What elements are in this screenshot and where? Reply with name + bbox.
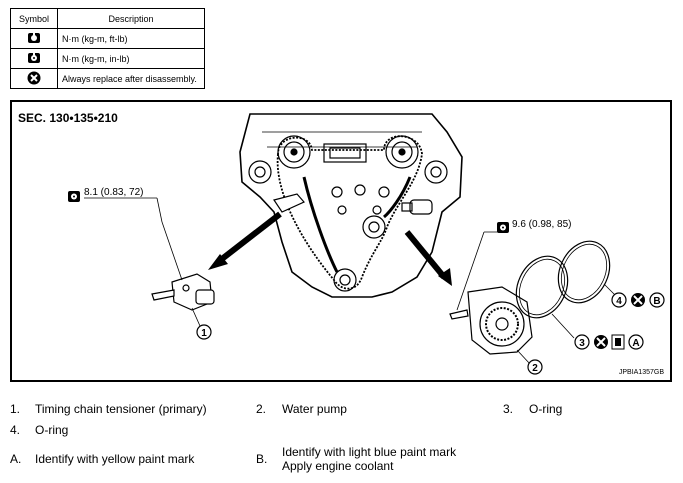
list-item: 4.O-ring — [10, 423, 69, 437]
torque-wrench-icon — [28, 31, 40, 43]
replace-x-icon — [27, 71, 41, 84]
callout-3: 3 — [579, 338, 585, 349]
torque-wrench-small-icon — [68, 191, 80, 202]
paint-mark-icon — [611, 334, 625, 350]
engine-drawing: 1 2 3 4 A B — [68, 113, 665, 375]
torque-spec-water-pump: 9.6 (0.98, 85) — [512, 219, 572, 230]
legend-header-symbol: Symbol — [10, 8, 58, 29]
callout-letter-a: A — [632, 338, 639, 349]
callout-2: 2 — [532, 363, 538, 374]
torque-wrench-small-icon — [28, 51, 40, 63]
list-item: 1.Timing chain tensioner (primary) — [10, 402, 207, 416]
replace-x-icon — [594, 335, 608, 349]
legend-row-text: Always replace after disassembly. — [57, 68, 205, 89]
symbol-legend-table: Symbol Description N·m (kg-m, ft-lb) N·m… — [10, 8, 205, 89]
legend-row-text: N·m (kg-m, ft-lb) — [57, 28, 205, 49]
callout-1: 1 — [201, 328, 207, 339]
replace-x-icon — [631, 293, 645, 307]
legend-header-description: Description — [57, 8, 205, 29]
legend-row-text: N·m (kg-m, in-lb) — [57, 48, 205, 69]
timing-chain-diagram: SEC. 130•135•210 — [10, 100, 672, 382]
list-item: 3.O-ring — [503, 402, 563, 416]
torque-spec-tensioner: 8.1 (0.83, 72) — [84, 187, 144, 198]
callout-letter-b: B — [653, 296, 660, 307]
callout-4: 4 — [616, 296, 622, 307]
section-label: SEC. 130•135•210 — [18, 111, 118, 125]
image-id: JPBIA1357GB — [618, 369, 664, 376]
torque-wrench-small-icon — [497, 222, 509, 233]
list-item: 2.Water pump — [256, 402, 347, 416]
list-item: A.Identify with yellow paint mark — [10, 452, 195, 466]
